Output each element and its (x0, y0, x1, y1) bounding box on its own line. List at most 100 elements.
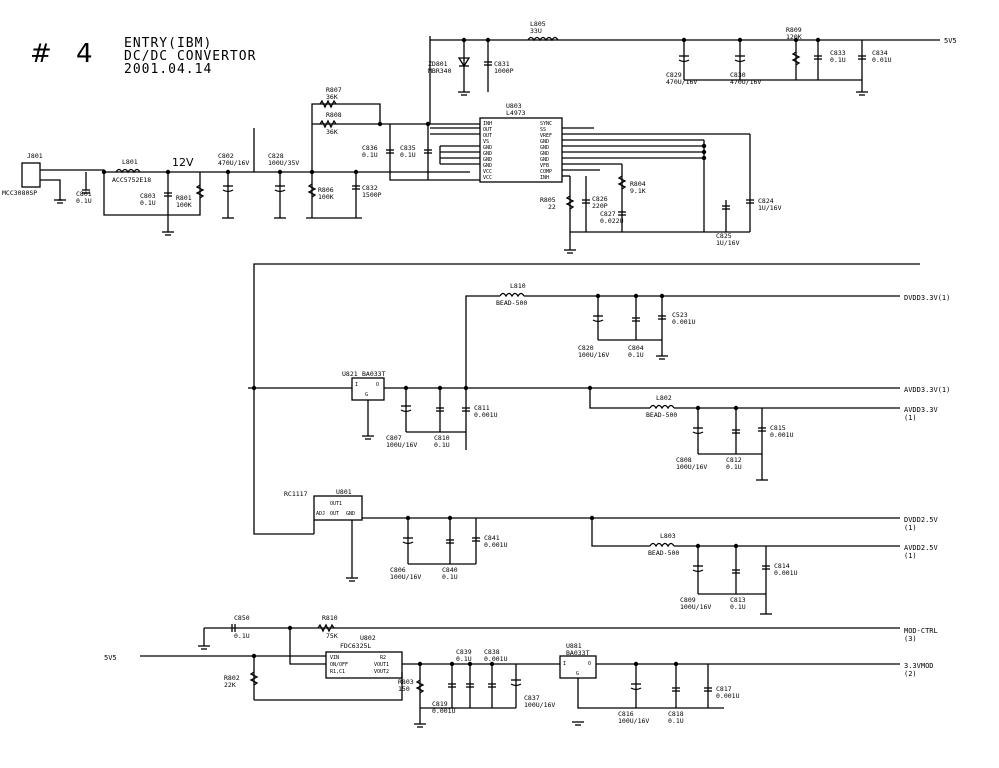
net-avdd33-top: AVDD3.3V(1) (904, 386, 950, 394)
c801-ref: C801 (76, 190, 92, 198)
svg-text:VIN: VIN (330, 655, 339, 661)
l805-value: 33U (530, 27, 542, 35)
r806-ref: R806 (318, 186, 334, 194)
c831-value: 1000P (494, 67, 514, 75)
u803-ref: U803 (506, 102, 522, 110)
r805-ref: R805 (540, 196, 556, 204)
zd801-ref: ZD801 (428, 60, 448, 68)
u881-value: BA033T (566, 649, 590, 657)
u801-chip (313, 495, 363, 521)
c523-ref: C523 (672, 311, 688, 319)
c850-value: 0.1U (234, 632, 250, 640)
c817-ref: C817 (716, 685, 732, 693)
c810-ref: C810 (434, 434, 450, 442)
l805-ref: L805 (530, 20, 546, 28)
svg-text:VFB: VFB (540, 163, 549, 169)
net-avdd25: AVDD2.5V (904, 544, 939, 552)
c801-value: 0.1U (76, 197, 92, 205)
c812-ref: C812 (726, 456, 742, 464)
r801-ref: R801 (176, 194, 192, 202)
l810-ref: L810 (510, 282, 526, 290)
c817-value: 0.001U (716, 692, 740, 700)
net-5v5-right: 5V5 (944, 37, 957, 45)
c809-value: 100U/16V (680, 603, 711, 611)
svg-text:VOUT1: VOUT1 (374, 662, 389, 668)
c806-value: 100U/16V (390, 573, 421, 581)
c806-ref: C806 (390, 566, 406, 574)
c812-value: 0.1U (726, 463, 742, 471)
c824-ref: C824 (758, 197, 774, 205)
l810-value: BEAD-500 (496, 299, 527, 307)
svg-text:GND: GND (540, 151, 549, 157)
r807-ref: R807 (326, 86, 342, 94)
r803-value: 150 (398, 685, 410, 693)
c829-ref: C829 (666, 71, 682, 79)
c827-ref: C827 (600, 210, 616, 218)
r802-value: 22K (224, 681, 236, 689)
c808-value: 100U/16V (676, 463, 707, 471)
title-line3: 2001.04.14 (124, 62, 212, 77)
u821-value: BA033T (362, 370, 386, 378)
title-line1: ENTRY(IBM) (124, 36, 212, 51)
svg-text:GND: GND (483, 145, 492, 151)
svg-text:VCC: VCC (483, 175, 492, 181)
r804-ref: R804 (630, 180, 646, 188)
j801-ref: J801 (27, 152, 43, 160)
c819-value: 0.001U (432, 707, 456, 715)
svg-text:SYNC: SYNC (540, 121, 552, 127)
c841-value: 0.001U (484, 541, 508, 549)
c820-value: 100U/16V (578, 351, 609, 359)
c824-value: 1U/16V (758, 204, 782, 212)
u802-ref: U802 (360, 634, 376, 642)
svg-text:GND: GND (540, 145, 549, 151)
c807-ref: C807 (386, 434, 402, 442)
c826-ref: C826 (592, 195, 608, 203)
svg-text:INH: INH (483, 121, 492, 127)
r801-value: 100K (176, 201, 192, 209)
c815-ref: C815 (770, 424, 786, 432)
c840-value: 0.1U (442, 573, 458, 581)
svg-text:G: G (576, 671, 579, 677)
zd801-value: MBR340 (428, 67, 452, 75)
net-dvdd25-sub: (1) (904, 524, 917, 532)
svg-text:R1,C1: R1,C1 (330, 669, 345, 675)
c840-ref: C840 (442, 566, 458, 574)
c828-ref: C828 (268, 152, 284, 160)
u821-ref: U821 (342, 370, 358, 378)
c816-ref: C816 (618, 710, 634, 718)
l801-value: ACC5752E18 (112, 176, 151, 184)
u803-chip (479, 117, 563, 183)
u881-ref: U881 (566, 642, 582, 650)
buck-converter-section: J801 MCC3080SP C801 0.1U L801 ACC5752E18… (2, 20, 957, 254)
svg-text:GND: GND (540, 157, 549, 163)
c816-value: 100U/16V (618, 717, 649, 725)
j801-value: MCC3080SP (2, 189, 37, 197)
svg-text:O: O (588, 661, 591, 667)
svg-text:I: I (355, 382, 358, 388)
svg-text:OUT: OUT (330, 511, 339, 517)
c836-ref: C836 (362, 144, 378, 152)
c836-value: 0.1U (362, 151, 378, 159)
svg-text:OUT: OUT (483, 127, 492, 133)
u803-value: L4973 (506, 109, 526, 117)
c837-value: 100U/16V (524, 701, 555, 709)
c839-ref: C839 (456, 648, 472, 656)
regulator-2v5-section: RC1117 U801 OUT1 ADJ OUT GND DVDD2.5V (1… (253, 388, 939, 615)
svg-text:VS: VS (483, 139, 489, 145)
c819-ref: C819 (432, 700, 448, 708)
c818-value: 0.1U (668, 717, 684, 725)
rc1117-label: RC1117 (284, 490, 308, 498)
l802-value: BEAD-500 (646, 411, 677, 419)
r808-value: 36K (326, 128, 338, 136)
svg-text:GND: GND (483, 157, 492, 163)
u802-value: FDC6325L (340, 642, 371, 650)
svg-text:G: G (365, 392, 368, 398)
c811-ref: C811 (474, 404, 490, 412)
net-avdd33-sub: (1) (904, 414, 917, 422)
l803-ref: L803 (660, 532, 676, 540)
junction-dots (101, 37, 821, 667)
net-avdd25-sub: (1) (904, 552, 917, 560)
net-3v3mod-sub: (2) (904, 670, 917, 678)
c813-ref: C813 (730, 596, 746, 604)
